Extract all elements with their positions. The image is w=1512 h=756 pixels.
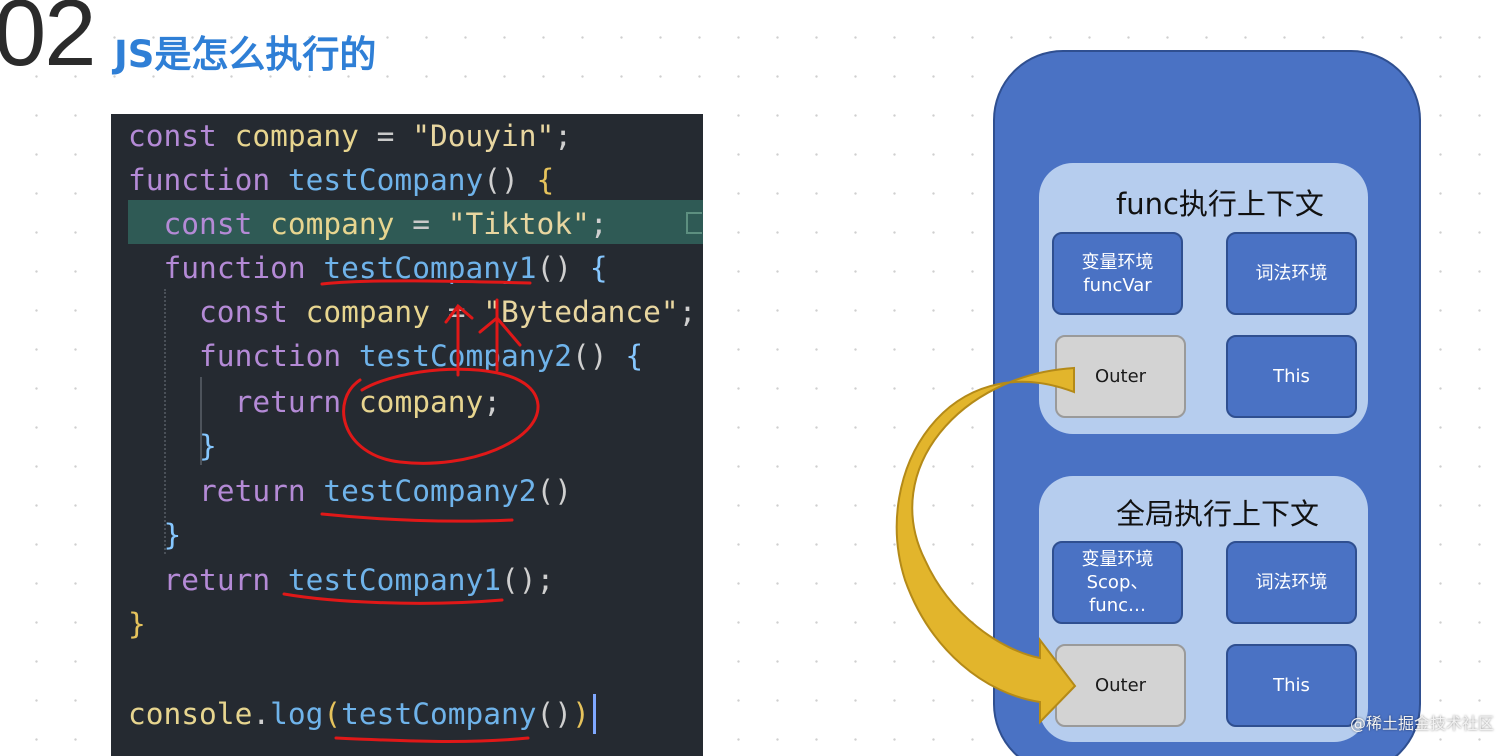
keyword: return xyxy=(199,474,306,508)
cell-label: This xyxy=(1273,366,1310,387)
cell-label: 词法环境 xyxy=(1255,263,1328,284)
function-name: testCompany xyxy=(287,163,484,197)
cell-label: Outer xyxy=(1094,675,1147,696)
string: "Bytedance" xyxy=(483,295,679,329)
code-line-5: const company = "Bytedance"; xyxy=(128,290,696,334)
func-this: This xyxy=(1226,335,1357,418)
highlighted-line xyxy=(128,200,703,244)
string: "Tiktok" xyxy=(447,207,590,241)
punctuation: ; xyxy=(483,385,502,419)
code-line-6: function testCompany2() { xyxy=(128,334,643,378)
brace: } xyxy=(128,607,146,641)
operator: = xyxy=(358,119,413,153)
keyword: return xyxy=(163,563,271,597)
brace: { xyxy=(625,339,644,373)
paren: ( xyxy=(323,697,342,731)
section-title: JS是怎么执行的 xyxy=(114,33,377,76)
identifier: company xyxy=(234,119,359,153)
func-lexical-environment: 词法环境 xyxy=(1226,232,1357,315)
punctuation: . xyxy=(252,697,271,731)
fold-icon xyxy=(686,212,702,234)
function-name: testCompany2 xyxy=(358,339,573,373)
global-context-title: 全局执行上下文 xyxy=(1116,497,1320,531)
punctuation: () xyxy=(536,251,573,285)
operator: = xyxy=(429,295,484,329)
code-editor: const company = "Douyin"; function testC… xyxy=(111,114,703,756)
paren: ) xyxy=(572,697,590,731)
punctuation: ; xyxy=(554,119,573,153)
brace: } xyxy=(199,429,217,463)
identifier: company xyxy=(358,385,484,419)
punctuation: () xyxy=(536,474,573,508)
keyword: function xyxy=(199,339,342,373)
code-line-1: const company = "Douyin"; xyxy=(128,114,572,158)
cell-sublabel: func… xyxy=(1088,595,1147,616)
cell-label: 变量环境 xyxy=(1081,251,1154,273)
func-outer: Outer xyxy=(1055,335,1186,418)
global-variable-environment: 变量环境 Scop、 func… xyxy=(1052,541,1183,624)
punctuation: () xyxy=(483,163,519,197)
punctuation: () xyxy=(536,697,573,731)
operator: = xyxy=(394,207,448,241)
cell-sublabel: Scop、 xyxy=(1086,572,1149,593)
brace: } xyxy=(163,518,182,552)
keyword: const xyxy=(163,207,253,241)
global-this: This xyxy=(1226,644,1357,727)
keyword: return xyxy=(234,385,342,419)
function-name: testCompany2 xyxy=(323,474,537,508)
cell-sublabel: funcVar xyxy=(1083,274,1152,296)
global-lexical-environment: 词法环境 xyxy=(1226,541,1357,624)
cell-label: 词法环境 xyxy=(1255,572,1328,593)
punctuation: ; xyxy=(536,563,555,597)
method-name: log xyxy=(270,697,324,731)
code-line-3: const company = "Tiktok"; xyxy=(128,202,608,246)
code-line-2: function testCompany() { xyxy=(128,158,554,202)
keyword: function xyxy=(128,163,271,197)
global-outer: Outer xyxy=(1055,644,1186,727)
code-line-12: } xyxy=(128,602,146,646)
cell-label: 变量环境 xyxy=(1081,549,1154,570)
brace: { xyxy=(536,163,555,197)
code-line-10: } xyxy=(128,513,182,557)
keyword: function xyxy=(163,251,306,285)
keyword: const xyxy=(199,295,288,329)
punctuation: () xyxy=(572,339,608,373)
cell-label: This xyxy=(1273,675,1310,696)
code-line-9: return testCompany2() xyxy=(128,469,572,513)
identifier: company xyxy=(305,295,430,329)
text-cursor xyxy=(593,694,596,734)
punctuation: ; xyxy=(678,295,697,329)
watermark: @稀土掘金技术社区 xyxy=(1349,714,1494,733)
keyword: const xyxy=(128,119,217,153)
code-line-4: function testCompany1() { xyxy=(128,246,608,290)
code-line-13: console.log(testCompany()) xyxy=(128,692,590,736)
code-line-7: return company; xyxy=(128,380,501,424)
function-name: testCompany xyxy=(341,697,537,731)
string: "Douyin" xyxy=(412,119,555,153)
brace: { xyxy=(589,251,608,285)
punctuation: ; xyxy=(589,207,608,241)
function-name: testCompany1 xyxy=(287,563,502,597)
function-name: testCompany1 xyxy=(323,251,537,285)
identifier: company xyxy=(270,207,395,241)
punctuation: () xyxy=(501,563,537,597)
code-line-8: } xyxy=(128,424,217,468)
code-line-11: return testCompany1(); xyxy=(128,558,555,602)
indent-guide xyxy=(164,289,166,554)
cell-label: Outer xyxy=(1094,366,1147,387)
identifier: console xyxy=(128,697,253,731)
section-number: 02 xyxy=(0,0,97,85)
func-context-title: func执行上下文 xyxy=(1116,187,1324,221)
func-variable-environment: 变量环境 funcVar xyxy=(1052,232,1183,315)
indent-guide xyxy=(200,377,202,465)
